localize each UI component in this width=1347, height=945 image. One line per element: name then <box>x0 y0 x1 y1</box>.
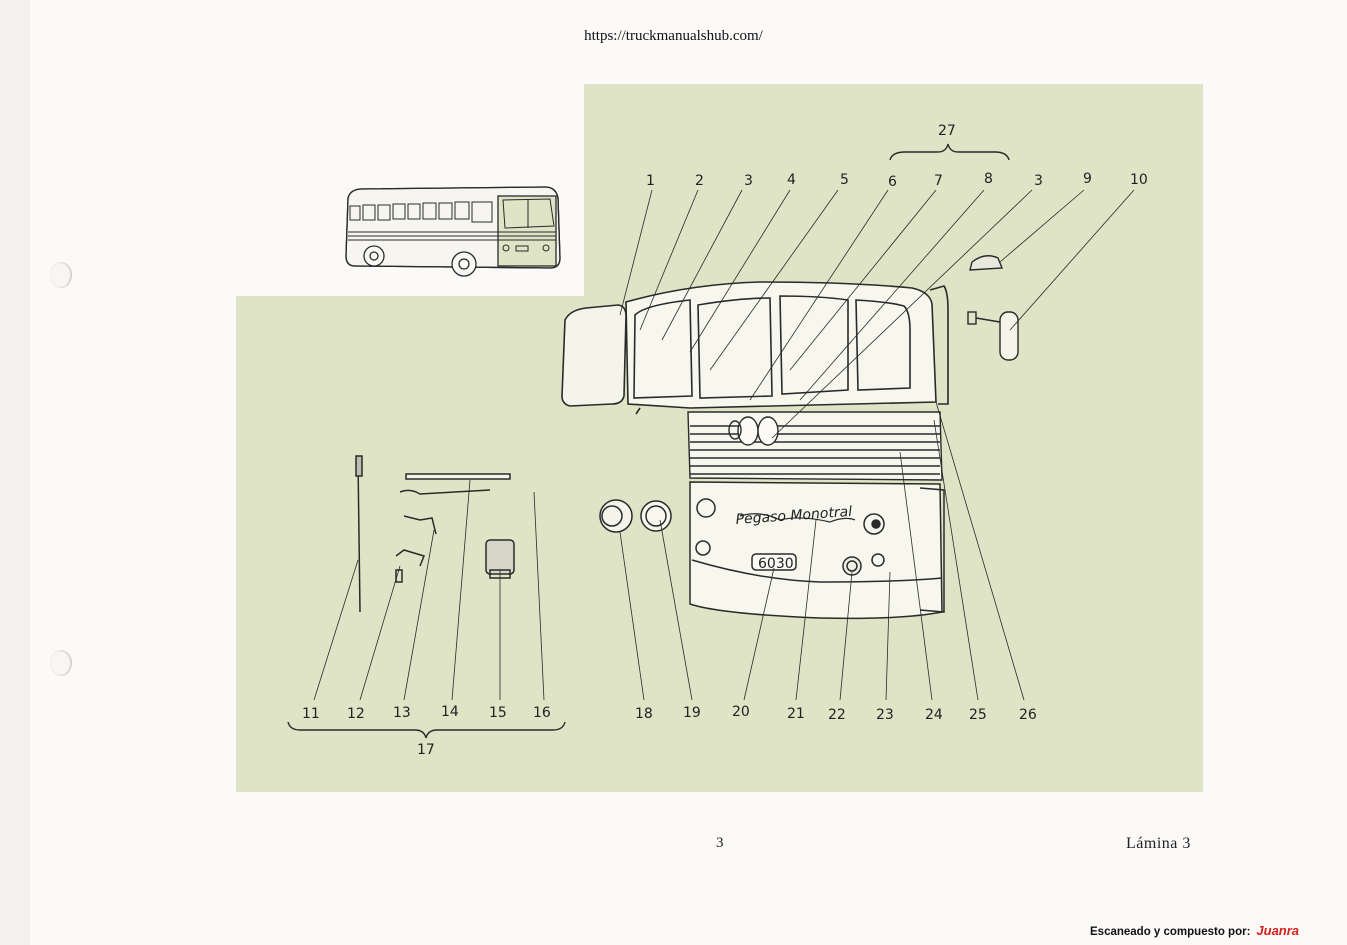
callout-13: 13 <box>393 705 411 721</box>
callout-18: 18 <box>635 706 653 722</box>
callout-6: 6 <box>888 174 897 190</box>
callout-27: 27 <box>938 123 956 139</box>
callouts-top: 1 2 3 4 5 6 7 8 3 9 10 27 <box>646 123 1148 190</box>
credit-name: Juanra <box>1256 923 1300 938</box>
source-url[interactable]: https://truckmanualshub.com/ <box>584 28 763 44</box>
callout-23: 23 <box>876 707 894 723</box>
page-number: 3 <box>716 835 724 851</box>
side-mirror <box>967 311 1019 361</box>
callout-14: 14 <box>441 704 459 720</box>
callout-7: 7 <box>934 173 943 189</box>
callout-3b: 3 <box>1034 173 1043 189</box>
callout-26: 26 <box>1019 707 1037 723</box>
callout-9: 9 <box>1083 171 1092 187</box>
scan-credit: Escaneado y compuesto por: Juanra <box>1090 923 1299 938</box>
callout-4: 4 <box>787 172 796 188</box>
wiper-parts <box>355 455 515 613</box>
callout-3: 3 <box>744 173 753 189</box>
callout-22: 22 <box>828 707 846 723</box>
lower-front-panel <box>689 481 945 620</box>
callouts-bottom-left: 11 12 13 14 15 16 17 <box>302 704 551 758</box>
callout-2: 2 <box>695 173 704 189</box>
plate-label: Lámina 3 <box>1126 835 1191 852</box>
windshield-assembly <box>561 281 949 415</box>
model-badge: 6030 <box>758 556 794 572</box>
callout-5: 5 <box>840 172 849 188</box>
callout-16: 16 <box>533 705 551 721</box>
callouts-bottom-right: 18 19 20 21 22 23 24 25 26 <box>635 704 1037 723</box>
callout-1: 1 <box>646 173 655 189</box>
group-bracket-17 <box>287 721 566 739</box>
callout-21: 21 <box>787 706 805 722</box>
leader-lines <box>313 189 1135 701</box>
callout-12: 12 <box>347 706 365 722</box>
punch-hole <box>50 262 72 288</box>
punch-hole <box>50 650 72 676</box>
front-grille <box>687 411 943 481</box>
callout-15: 15 <box>489 705 507 721</box>
callout-24: 24 <box>925 707 943 723</box>
bus-thumbnail <box>345 186 561 277</box>
callout-17: 17 <box>417 742 435 758</box>
callout-20: 20 <box>732 704 750 720</box>
roof-lamp <box>969 255 1004 271</box>
callout-8: 8 <box>984 171 993 187</box>
group-bracket-27 <box>889 143 1010 161</box>
callout-11: 11 <box>302 706 320 722</box>
credit-prefix: Escaneado y compuesto por: <box>1090 926 1251 938</box>
callout-10: 10 <box>1130 172 1148 188</box>
callout-25: 25 <box>969 707 987 723</box>
headlamp-parts <box>599 499 672 533</box>
callout-19: 19 <box>683 705 701 721</box>
